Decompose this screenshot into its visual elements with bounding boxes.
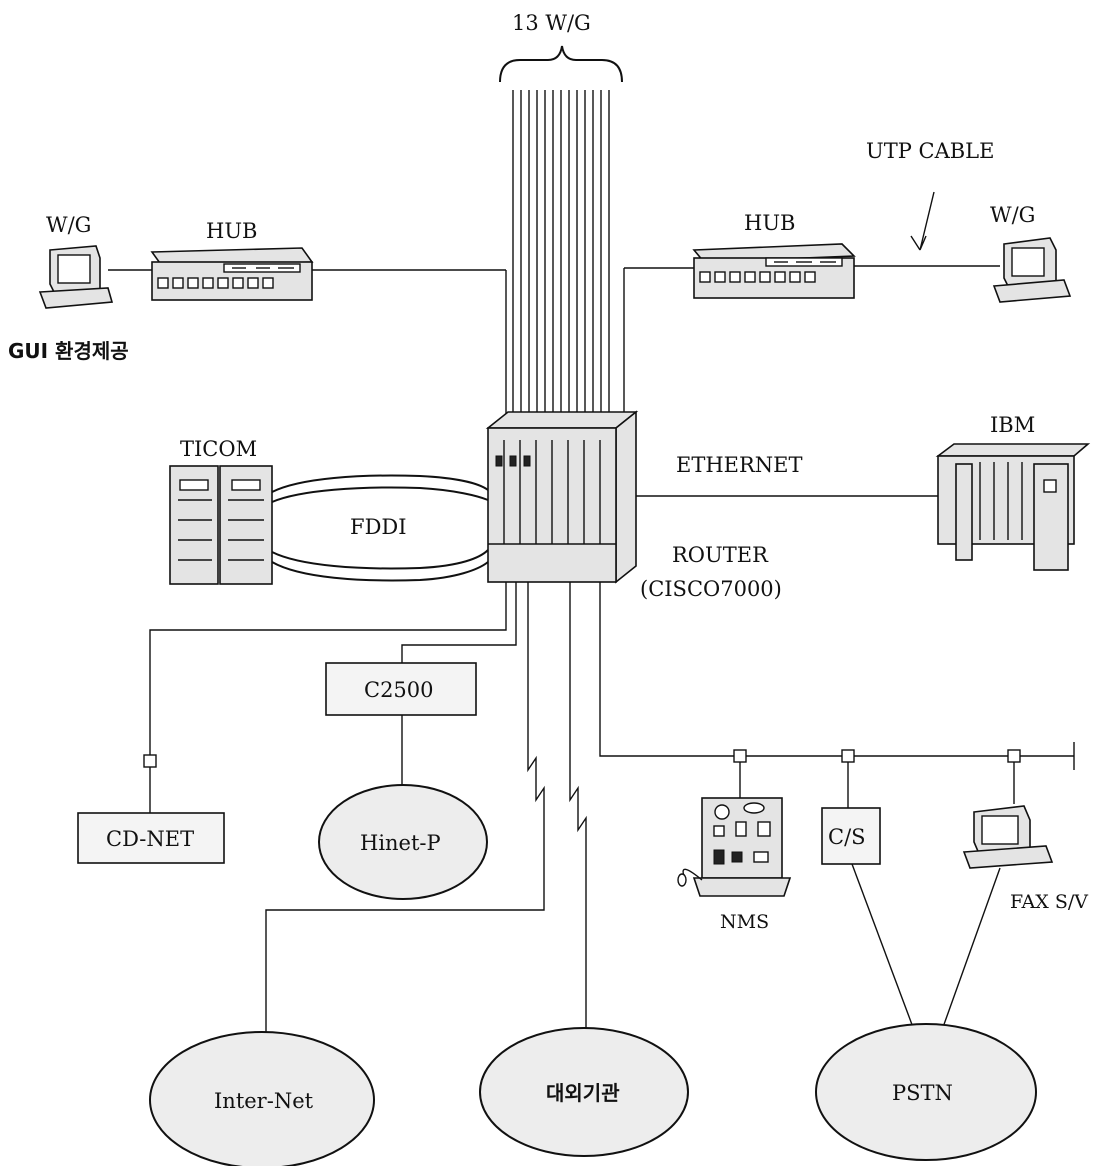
label-hub-right: HUB <box>744 211 795 235</box>
link-router-external <box>570 582 586 1032</box>
hub-right <box>694 244 854 298</box>
fax-server <box>964 806 1052 868</box>
label-router-model: (CISCO7000) <box>640 577 782 601</box>
hub-left <box>152 248 312 300</box>
wg-bundle-brace <box>500 46 622 82</box>
workstation-left <box>40 246 112 308</box>
fax-connector <box>1008 750 1020 762</box>
router-cisco7000 <box>488 412 636 582</box>
label-internet: Inter-Net <box>214 1089 314 1113</box>
label-cd-net: CD-NET <box>106 827 194 851</box>
label-wg-left: W/G <box>46 213 91 237</box>
workstation-right <box>994 238 1070 302</box>
ibm-mainframe <box>938 444 1088 570</box>
utp-cable-arrow <box>911 192 934 250</box>
label-nms: NMS <box>720 911 769 933</box>
label-fax-sv: FAX S/V <box>1010 891 1088 913</box>
label-utp-cable: UTP CABLE <box>866 139 994 163</box>
nms-workstation <box>678 798 790 896</box>
link-fax-pstn <box>942 868 1000 1030</box>
label-hinet-p: Hinet-P <box>360 831 441 855</box>
link-router-c2500 <box>402 582 516 663</box>
nms-connector <box>734 750 746 762</box>
cs-connector <box>842 750 854 762</box>
label-ethernet: ETHERNET <box>676 453 803 477</box>
label-external-agency: 대외기관 <box>546 1081 620 1105</box>
link-cs-pstn <box>852 864 914 1030</box>
label-c2500: C2500 <box>364 678 434 702</box>
label-gui-env: GUI 환경제공 <box>8 339 129 363</box>
label-ticom: TICOM <box>180 437 257 461</box>
cdnet-connector <box>144 755 156 767</box>
label-router: ROUTER <box>672 543 769 567</box>
wg-bundle-lines <box>513 90 609 425</box>
label-wg-right: W/G <box>990 203 1035 227</box>
label-13-wg: 13 W/G <box>512 11 591 35</box>
label-pstn: PSTN <box>892 1081 953 1105</box>
label-ibm: IBM <box>990 413 1035 437</box>
ticom-server <box>170 466 272 584</box>
label-fddi: FDDI <box>350 515 407 539</box>
label-cs: C/S <box>828 825 866 849</box>
label-hub-left: HUB <box>206 219 257 243</box>
link-router-lan <box>600 582 1074 756</box>
